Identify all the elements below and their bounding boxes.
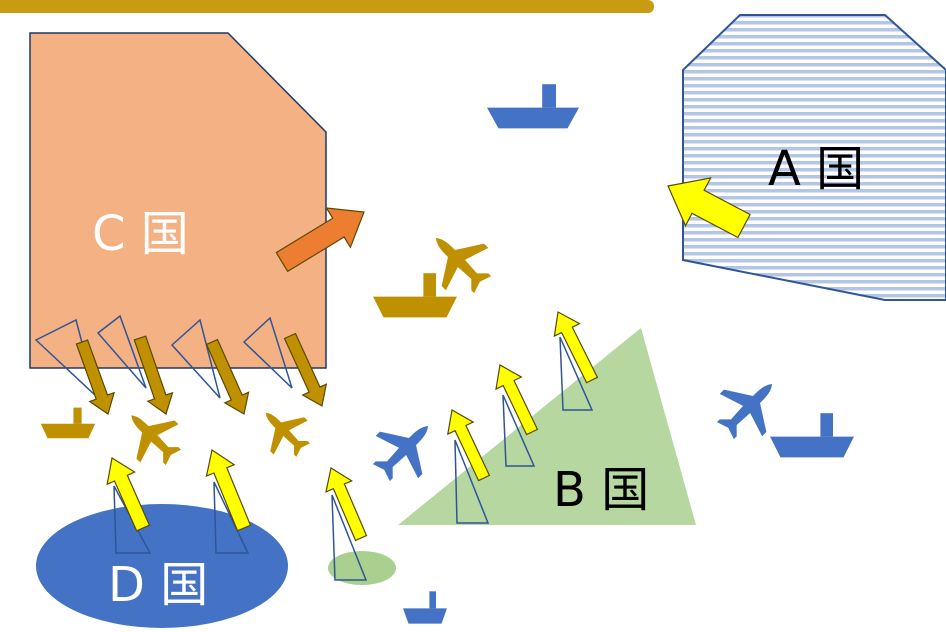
missile-arrow-icon bbox=[495, 364, 539, 436]
radar-beam-icon bbox=[96, 314, 147, 389]
radar-beam-icon bbox=[559, 336, 594, 411]
aircraft-icon bbox=[372, 425, 429, 482]
country-a-label: A 国 bbox=[768, 141, 864, 197]
header-bar bbox=[0, 0, 654, 13]
missile-arrow-icon bbox=[275, 207, 365, 273]
country-a-territory bbox=[682, 14, 946, 301]
aircraft-icon bbox=[435, 237, 492, 294]
missile-arrow-icon bbox=[133, 335, 174, 415]
aircraft-icon bbox=[265, 412, 310, 457]
country-d-label: D 国 bbox=[108, 557, 208, 613]
aircraft-icon bbox=[131, 415, 182, 466]
missile-arrow-icon bbox=[553, 311, 599, 384]
ship-icon bbox=[770, 413, 854, 458]
country-d-territory bbox=[36, 504, 288, 628]
missile-arrow-icon bbox=[106, 457, 151, 532]
ship-icon bbox=[403, 591, 447, 624]
missile-arrow-icon bbox=[75, 339, 115, 415]
ship-icon bbox=[40, 407, 96, 439]
missile-arrow-icon bbox=[283, 332, 328, 407]
radar-beam-icon bbox=[242, 316, 293, 389]
radar-beam-icon bbox=[213, 481, 250, 554]
missile-arrow-icon bbox=[447, 409, 491, 482]
missile-arrow-icon bbox=[205, 338, 250, 415]
missile-arrow-icon bbox=[205, 449, 252, 532]
ship-icon bbox=[487, 84, 579, 129]
country-c-label: C 国 bbox=[92, 206, 189, 262]
country-c-territory bbox=[29, 32, 327, 369]
country-b-label: B 国 bbox=[553, 462, 649, 518]
radar-beam-icon bbox=[170, 318, 221, 399]
radar-beam-icon bbox=[454, 439, 490, 524]
radar-beam-icon bbox=[502, 394, 536, 467]
missile-arrow-icon bbox=[325, 467, 368, 542]
radar-beam-icon bbox=[331, 494, 368, 581]
missile-arrow-icon bbox=[667, 177, 751, 239]
country-b-territory bbox=[398, 328, 696, 525]
aircraft-icon bbox=[716, 383, 773, 440]
